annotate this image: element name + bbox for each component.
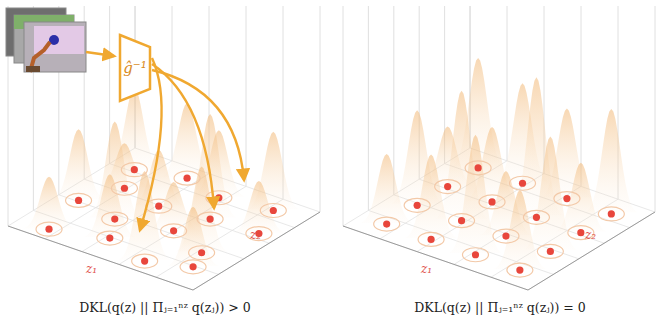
encoder-trapezoid: ĝ⁻¹ — [118, 33, 152, 103]
axis-label: z₂ — [585, 228, 596, 242]
plot-3d — [343, 6, 655, 290]
latent-points — [36, 163, 286, 274]
kl-caption: DKL(q(z) || Πⱼ₌₁ⁿᶻ q(zⱼ)) = 0 — [414, 300, 585, 315]
observation-images — [6, 8, 86, 72]
latent-points — [374, 161, 625, 277]
encoder-label: ĝ⁻¹ — [123, 59, 147, 77]
axis-label: z₂ — [250, 228, 261, 242]
axis-label: z₁ — [421, 262, 432, 276]
kl-caption: DKL(q(z) || Πⱼ₌₁ⁿᶻ q(zⱼ)) > 0 — [79, 300, 250, 315]
mapping-arrows — [86, 52, 244, 230]
plot-3d — [8, 6, 320, 290]
gaussian-densities — [361, 58, 638, 269]
axis-label: z₁ — [86, 262, 97, 276]
